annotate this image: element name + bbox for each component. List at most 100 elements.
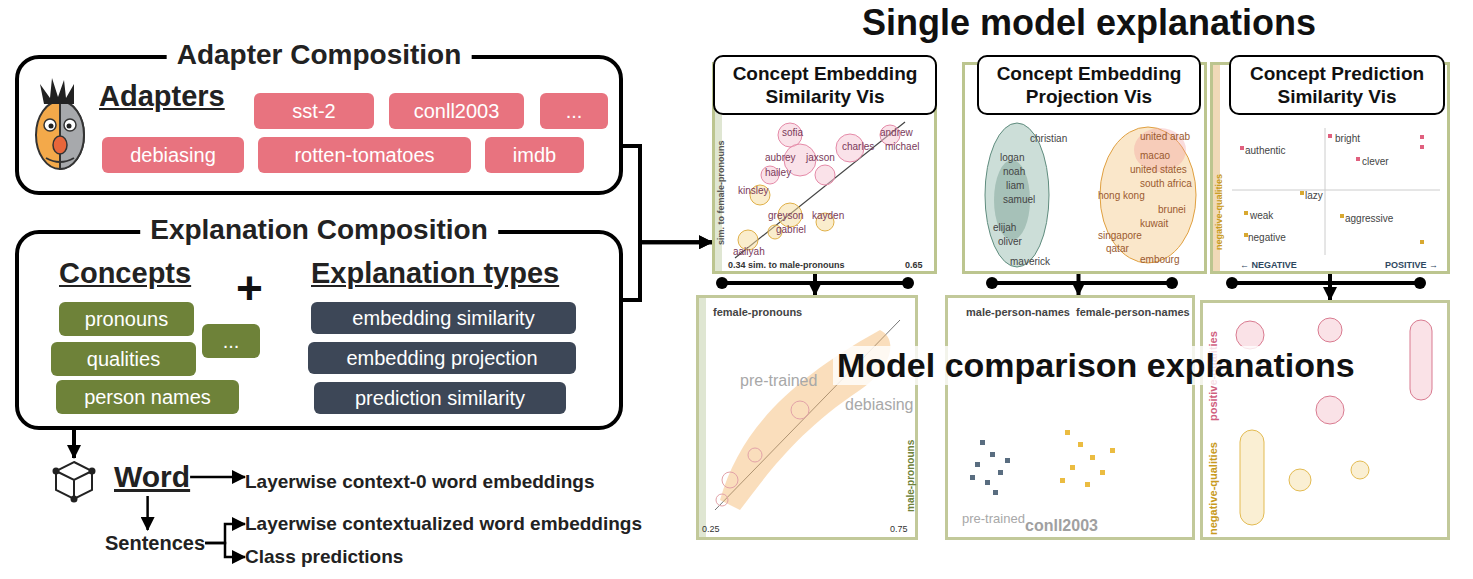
null-part-part bbox=[1328, 134, 1332, 138]
node-text: ... bbox=[223, 330, 240, 352]
node-text: Explanation Composition bbox=[140, 212, 498, 248]
null-part bbox=[1244, 191, 1424, 244]
null-part-part bbox=[970, 475, 975, 480]
null-part-part bbox=[1236, 321, 1264, 349]
plot-label: michael bbox=[885, 141, 919, 153]
plot-label: POSITIVE → bbox=[1385, 260, 1438, 270]
null-part-part bbox=[993, 490, 998, 495]
plot-label: sim. to female-pronouns bbox=[716, 140, 726, 245]
null-part-part bbox=[722, 472, 738, 488]
connector-arrow bbox=[1077, 274, 1081, 295]
null-part-part bbox=[1085, 482, 1090, 487]
vis-panel: Concept Prediction Similarity Vis bbox=[1210, 62, 1450, 274]
adapter-tag: ... bbox=[540, 93, 608, 129]
null-part bbox=[1240, 430, 1369, 525]
null-part-part bbox=[1356, 157, 1360, 161]
plot-label: singapore bbox=[1098, 230, 1142, 242]
plot-label: conll2003 bbox=[1025, 517, 1098, 535]
null-part-part bbox=[1240, 430, 1264, 525]
mascot-part bbox=[64, 119, 76, 131]
null-part bbox=[761, 123, 900, 185]
null-part bbox=[1240, 134, 1424, 161]
plot-label: andrew bbox=[880, 127, 913, 139]
concept-tag: ... bbox=[202, 324, 260, 358]
panel-1-plot-part bbox=[735, 122, 905, 258]
null-part-part bbox=[980, 440, 985, 445]
plot-label: maverick bbox=[1010, 256, 1050, 268]
mascot-part bbox=[36, 101, 84, 169]
plot-label: oliver bbox=[998, 236, 1022, 248]
panel-dots bbox=[716, 277, 1426, 289]
connector-arrow bbox=[205, 524, 245, 543]
connector-arrow bbox=[1328, 274, 1332, 300]
mascot-part bbox=[49, 124, 54, 129]
plot-label: logan bbox=[1000, 152, 1024, 164]
node-text: Word bbox=[114, 460, 190, 493]
null-part bbox=[970, 440, 1010, 495]
connector-arrow bbox=[623, 242, 712, 300]
node-text: debiasing bbox=[130, 144, 216, 166]
node-text: negative-qualities bbox=[1207, 442, 1219, 535]
plot-label: clever bbox=[1362, 156, 1389, 168]
null-part-part bbox=[1240, 146, 1244, 150]
sentences-node: Sentences bbox=[105, 530, 205, 556]
plus-sign: + bbox=[236, 262, 263, 315]
node-text: Layerwise context-0 word embeddings bbox=[245, 471, 594, 492]
adapter-tag: conll2003 bbox=[389, 93, 524, 129]
connector-arrow bbox=[813, 274, 817, 295]
plot-label: elijah bbox=[993, 222, 1016, 234]
plot-label: aggressive bbox=[1345, 213, 1393, 225]
node-text: person names bbox=[84, 386, 211, 408]
plot-label: negative bbox=[1248, 232, 1286, 244]
bottom-panel-1-plot bbox=[696, 295, 918, 540]
null-part bbox=[1060, 430, 1115, 487]
bottom-panel-1-plot-part bbox=[696, 295, 918, 540]
null-part-part bbox=[1090, 455, 1095, 460]
bottom-panel-3-plot bbox=[1200, 300, 1450, 540]
plot-label: greyson bbox=[768, 210, 804, 222]
node-text: Explanation types bbox=[311, 256, 559, 290]
section-heading: Model comparison explanations bbox=[833, 346, 1359, 385]
node-text: Class predictions bbox=[245, 546, 403, 567]
vis-panel: Concept Embedding Similarity Vis bbox=[712, 62, 937, 274]
word-icon-part bbox=[90, 469, 95, 474]
plot-label: united states bbox=[1130, 164, 1187, 176]
comparison-panel: male-person-namesfemale-person-names bbox=[945, 295, 1195, 540]
plot-label: hailey bbox=[765, 167, 791, 179]
node-text: imdb bbox=[513, 144, 556, 166]
plot-label: samuel bbox=[1003, 194, 1035, 206]
plot-label: noah bbox=[1003, 166, 1025, 178]
word-icon-part bbox=[54, 469, 59, 474]
word-icon-part bbox=[72, 497, 77, 502]
plot-label: kuwait bbox=[1140, 218, 1168, 230]
null-part-part bbox=[1318, 318, 1342, 342]
panel-dots-part bbox=[1414, 277, 1426, 289]
plot-label: kinsley bbox=[738, 185, 769, 197]
null-part-part bbox=[1070, 465, 1075, 470]
null-part-part bbox=[1340, 214, 1344, 218]
plot-label: south africa bbox=[1140, 178, 1192, 190]
explanation-type-tag: prediction similarity bbox=[314, 382, 566, 414]
plot-label: ← NEGATIVE bbox=[1240, 260, 1297, 270]
null-part-part bbox=[985, 480, 990, 485]
node-text: sst-2 bbox=[292, 100, 335, 122]
null-part-part bbox=[1420, 240, 1424, 244]
null-part-part bbox=[990, 452, 995, 457]
null-part-part bbox=[1420, 135, 1424, 139]
plot-label: 0.34 sim. to male-pronouns bbox=[728, 260, 845, 270]
panel-3-plot-part bbox=[1325, 128, 1326, 255]
null-part bbox=[716, 401, 809, 506]
plot-label: lazy bbox=[1305, 190, 1323, 202]
panel-joins-part bbox=[1232, 281, 1420, 285]
null-part-part bbox=[748, 448, 762, 462]
null-part-part bbox=[815, 165, 835, 185]
output-text: Layerwise context-0 word embeddings bbox=[245, 470, 594, 494]
explanation-type-tag: embedding similarity bbox=[311, 302, 576, 334]
panel-dots-part bbox=[902, 277, 914, 289]
connector-arrow bbox=[623, 146, 712, 242]
plot-label: hong kong bbox=[1098, 190, 1145, 202]
mascot-part bbox=[40, 78, 74, 104]
composition-box: Adapter CompositionAdapterssst-2conll200… bbox=[15, 55, 623, 195]
plot-label: gabriel bbox=[776, 224, 806, 236]
plot-label: pre-trained bbox=[962, 512, 1025, 527]
